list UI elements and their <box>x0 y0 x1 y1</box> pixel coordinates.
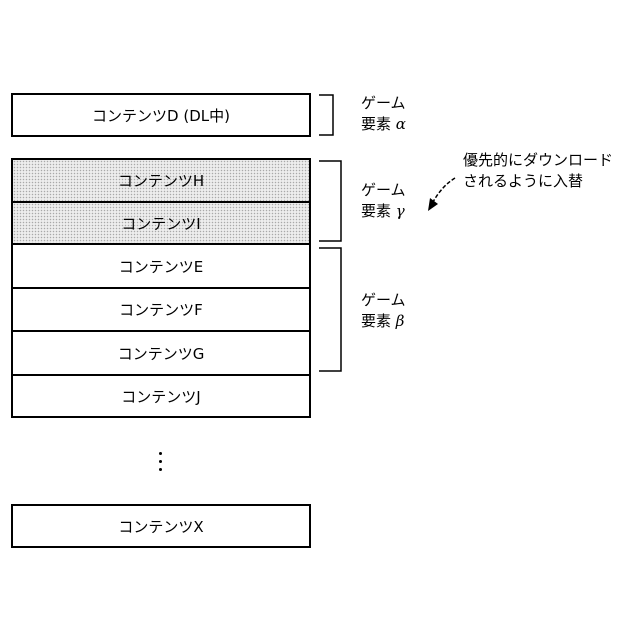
bracket-alpha <box>319 95 333 135</box>
game-element-alpha-line2: 要素 <box>361 115 391 133</box>
game-element-gamma-label: ゲーム 要素 γ <box>361 180 406 222</box>
game-element-alpha-line1: ゲーム <box>361 93 406 114</box>
game-element-gamma-symbol: γ <box>396 202 405 220</box>
game-element-beta-symbol: β <box>396 312 405 330</box>
annotation-line2: されるように入替 <box>463 171 613 192</box>
priority-download-annotation: 優先的にダウンロード されるように入替 <box>463 150 613 192</box>
annotation-line1: 優先的にダウンロード <box>463 150 613 171</box>
bracket-beta <box>319 248 341 371</box>
game-element-beta-label: ゲーム 要素 β <box>361 290 406 332</box>
game-element-alpha-symbol: α <box>396 115 406 133</box>
bracket-gamma <box>319 161 341 241</box>
game-element-gamma-line1: ゲーム <box>361 180 406 201</box>
game-element-beta-line1: ゲーム <box>361 290 406 311</box>
game-element-beta-line2: 要素 <box>361 312 391 330</box>
game-element-gamma-line2: 要素 <box>361 202 391 220</box>
game-element-alpha-label: ゲーム 要素 α <box>361 93 406 135</box>
curved-arrow-icon <box>428 178 455 211</box>
